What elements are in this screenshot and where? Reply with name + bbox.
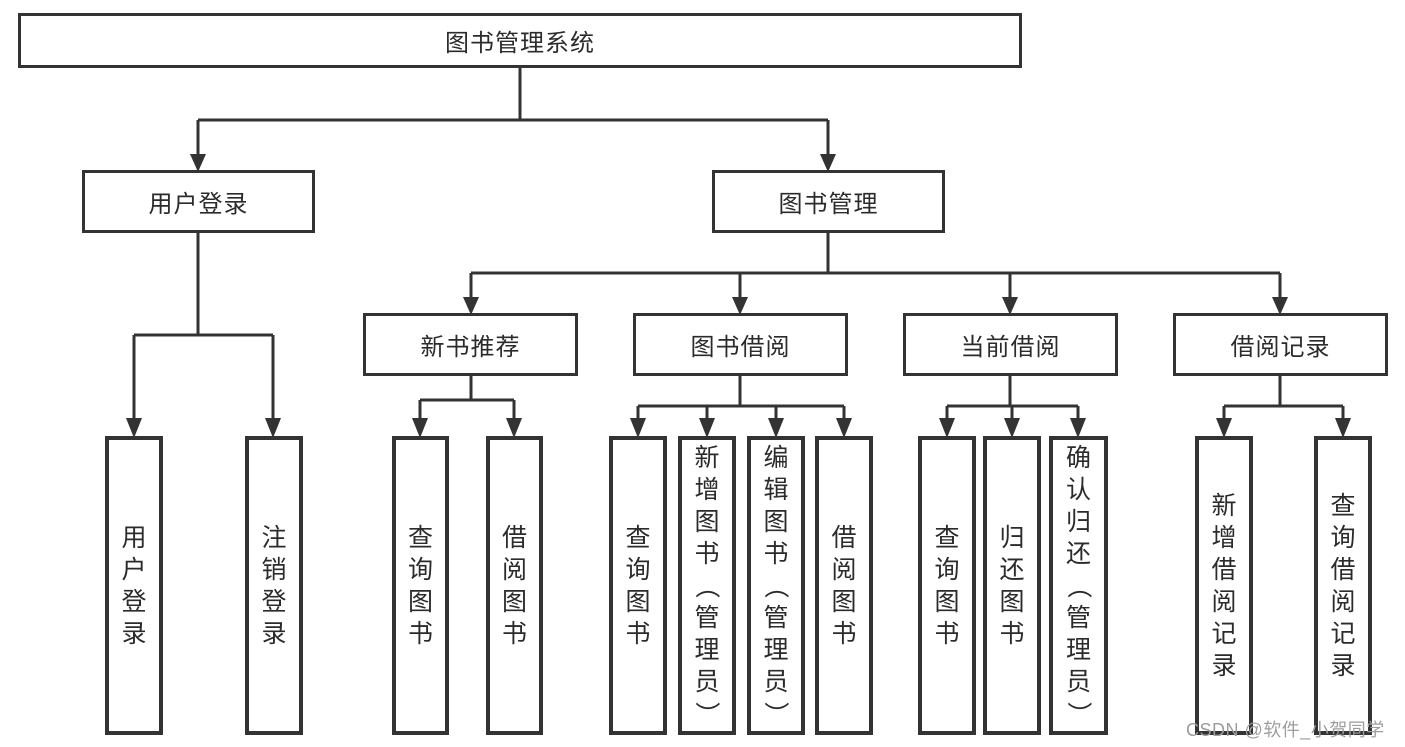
leaf-query-books-borrow: 查询图书 <box>609 436 667 735</box>
leaf-return-books: 归还图书 <box>983 436 1041 735</box>
leaf-edit-books-admin: 编辑图书（管理员） <box>747 436 805 735</box>
node-borrowing-records: 借阅记录 <box>1173 313 1388 376</box>
leaf-confirm-return-admin: 确认归还（管理员） <box>1049 436 1108 735</box>
node-book-management: 图书管理 <box>712 170 945 233</box>
node-user-login: 用户登录 <box>82 170 315 233</box>
leaf-query-books-recommend: 查询图书 <box>392 436 449 735</box>
leaf-add-borrow-record: 新增借阅记录 <box>1195 436 1253 735</box>
leaf-add-books-admin: 新增图书（管理员） <box>678 436 736 735</box>
node-new-book-recommendation: 新书推荐 <box>363 313 578 376</box>
csdn-watermark: CSDN @软件_小贺同学 <box>1186 720 1385 740</box>
node-book-borrowing: 图书借阅 <box>633 313 848 376</box>
leaf-logout: 注销登录 <box>245 436 303 735</box>
leaf-query-borrow-record: 查询借阅记录 <box>1314 436 1372 735</box>
leaf-user-login: 用户登录 <box>105 436 163 735</box>
leaf-borrow-books: 借阅图书 <box>815 436 873 735</box>
leaf-query-books-current: 查询图书 <box>918 436 976 735</box>
leaf-borrow-books-recommend: 借阅图书 <box>486 436 543 735</box>
root-node-library-system: 图书管理系统 <box>18 13 1022 68</box>
node-current-borrowing: 当前借阅 <box>903 313 1118 376</box>
